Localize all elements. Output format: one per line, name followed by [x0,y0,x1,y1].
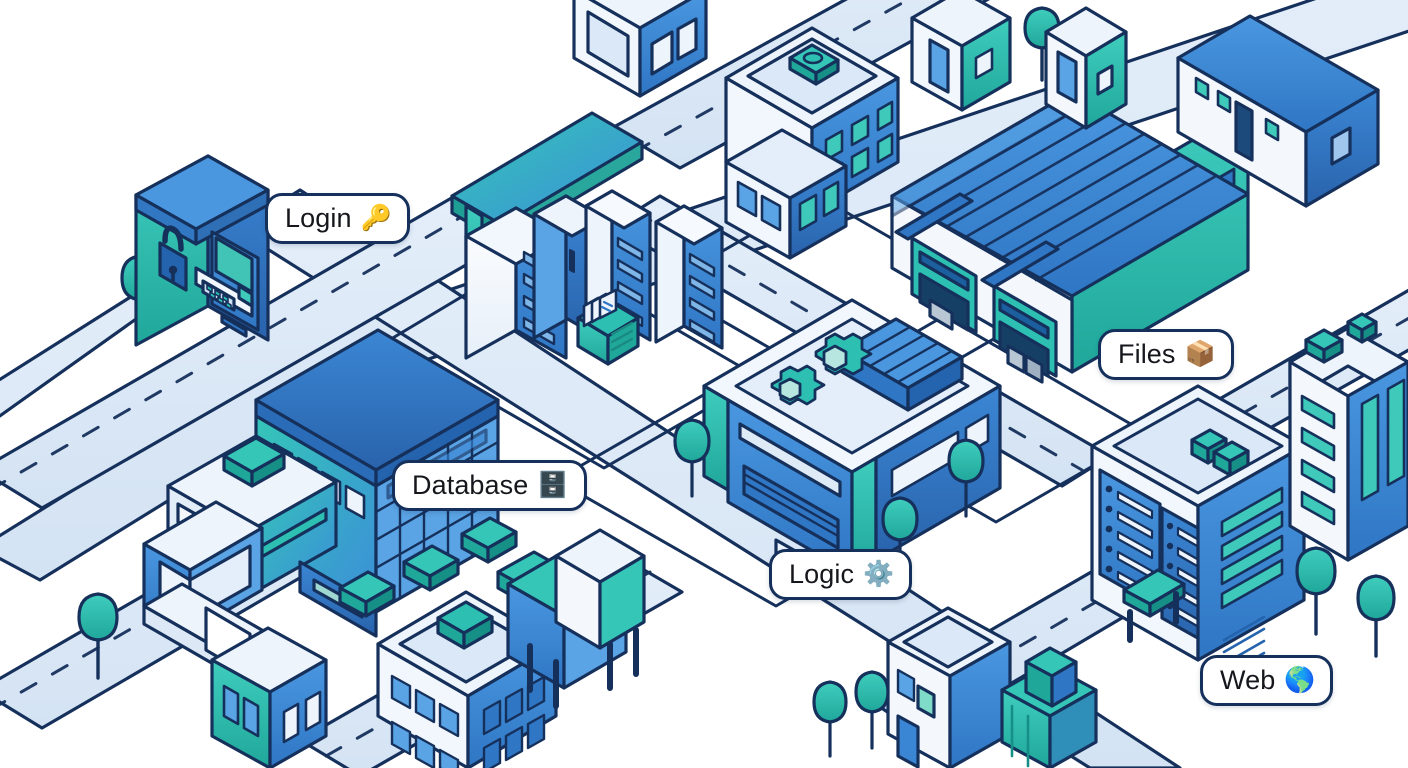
callout-files-label: Files [1118,339,1176,369]
office-tower-landmark [724,26,900,260]
callout-login-label: Login [285,203,352,233]
logic-factory-landmark [673,298,1002,598]
pergola-arch [77,500,302,694]
key-icon: 🔑 [360,203,392,232]
server-row-landmark [450,111,724,366]
callout-database-label: Database [412,470,529,500]
callout-files[interactable]: Files 📦 [1098,329,1234,380]
residential-cluster [210,528,646,768]
package-icon: 📦 [1184,339,1216,368]
callout-web[interactable]: Web 🌎 [1200,655,1334,706]
files-warehouse-landmark [890,90,1250,384]
bottom-right-block [812,606,1098,768]
barn-house-landmark [1176,14,1380,208]
file-box [576,288,640,366]
callout-logic[interactable]: Logic ⚙️ [769,549,913,600]
top-teal-house [1044,6,1128,130]
callout-logic-label: Logic [789,559,855,589]
callout-web-label: Web [1220,665,1276,695]
web-datacenter-landmark [1090,384,1337,678]
right-edge-tower [1288,312,1408,658]
globe-icon: 🌎 [1284,665,1316,694]
callout-login[interactable]: Login 🔑 [265,193,410,244]
callout-database[interactable]: Database 🗄️ [392,460,587,511]
gear-icon: ⚙️ [863,559,895,588]
login-kiosk-landmark [120,154,270,347]
file-cabinet-icon: 🗄️ [537,470,569,499]
top-small-buildings [572,0,708,98]
